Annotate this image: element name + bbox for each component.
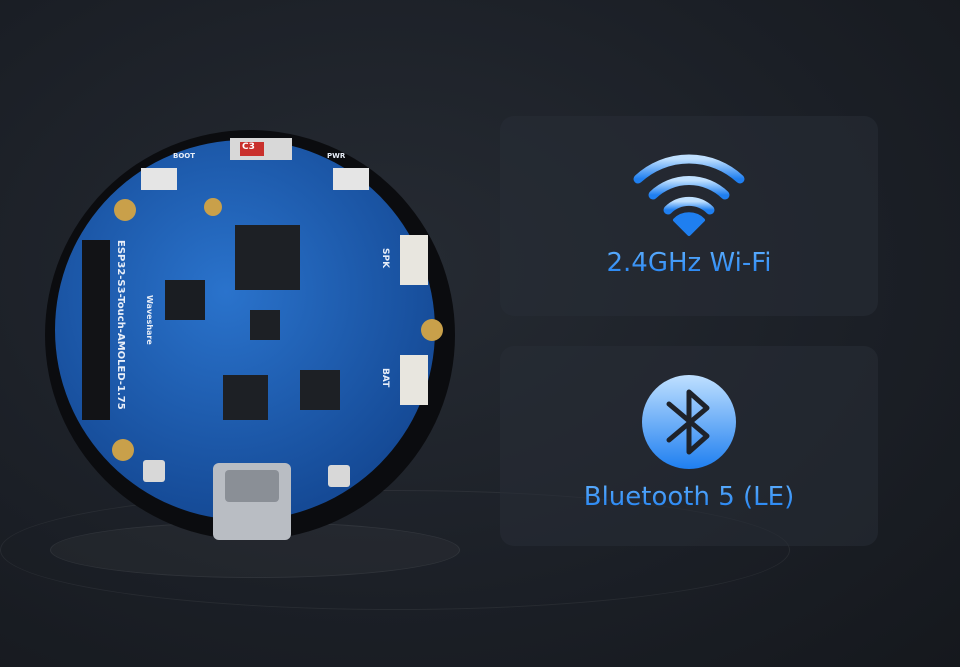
label-boot: BOOT [173,152,196,160]
wifi-label: 2.4GHz Wi-Fi [606,248,772,278]
label-c3: C3 [242,142,255,152]
label-bat: BAT [380,368,390,388]
label-pwr: PWR [327,152,346,160]
product-board: C3 BOOT PWR SPK BAT ESP32-S3-Touch-AMOLE… [45,130,455,540]
label-spk: SPK [380,248,390,269]
feature-card-bluetooth: Bluetooth 5 (LE) [500,346,878,546]
board-image [45,130,455,540]
bluetooth-icon [642,375,736,469]
feature-card-wifi: 2.4GHz Wi-Fi [500,116,878,316]
wifi-icon [633,154,745,236]
floor-ring-outer [0,490,790,610]
board-model-label: ESP32-S3-Touch-AMOLED-1.75 [115,240,126,410]
bluetooth-label: Bluetooth 5 (LE) [583,482,795,512]
brand-label: Waveshare [145,295,154,345]
